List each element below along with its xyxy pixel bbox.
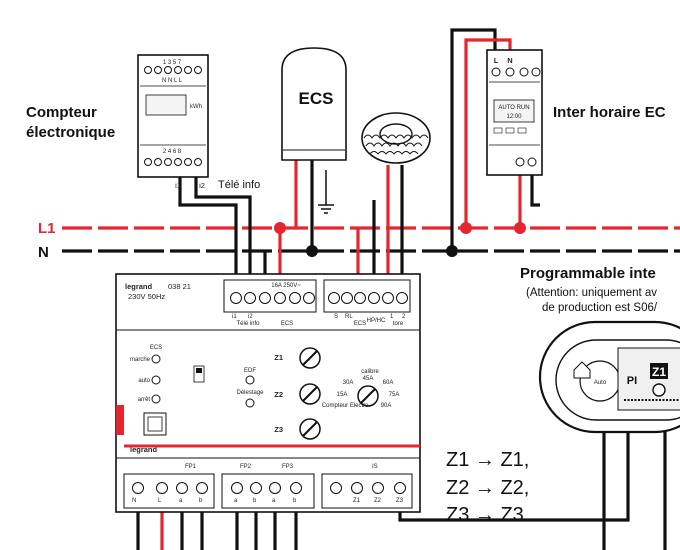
module-s: S [334, 314, 338, 320]
module-fp2-a: a [234, 498, 238, 504]
inter-display-line2: 12:00 [506, 114, 522, 120]
legrand-module: legrand 038 21 230V 50Hz 16A 250V~ i1 i2… [115, 273, 421, 513]
home-icon [573, 361, 591, 379]
ecs-tank-label: ECS [299, 89, 334, 108]
compteur-bottom-screws [144, 158, 202, 166]
module-i1: i1 [232, 314, 237, 320]
module-fp1: FP1 [185, 464, 197, 470]
compteur-label-line2: électronique [26, 124, 115, 141]
module-a45: 45A [363, 376, 374, 382]
module-a15: 15A [337, 392, 348, 398]
module-z3: Z3 [274, 425, 283, 434]
programmable-thermostat: Auto PI Z1 [538, 320, 680, 434]
compteur-label-line1: Compteur [26, 104, 97, 121]
compteur-unit: kWh [190, 104, 202, 110]
module-delestage: Delestage [236, 390, 264, 396]
compteur-top-terminal-numbers: 1 3 5 7 [163, 60, 182, 66]
module-fp3: FP3 [282, 464, 294, 470]
module-fp1-a: a [179, 498, 183, 504]
thermostat-z1: Z1 [652, 365, 666, 379]
module-fp3-a: a [272, 498, 276, 504]
module-ecs-group: ECS [150, 345, 162, 351]
tele-info-label: Télé info [218, 179, 260, 191]
module-z3b: Z3 [396, 498, 404, 504]
compteur-i2-label: i2 [199, 181, 205, 190]
thermostat-pi: PI [627, 375, 637, 387]
inter-display [493, 99, 535, 123]
module-ecs-terminal: ECS [281, 321, 293, 327]
module-brand: legrand [125, 282, 153, 291]
module-mode-switch [193, 365, 205, 383]
module-ref: 038 21 [168, 282, 191, 291]
programmable-title: Programmable inte [520, 265, 656, 282]
module-a30: 30A [343, 380, 354, 386]
module-z2: Z2 [274, 390, 283, 399]
module-compteur-electro: Compteur Electro. [322, 403, 371, 409]
torus-sensor [361, 112, 431, 164]
module-rl: RL [345, 314, 353, 320]
module-i2: i2 [248, 314, 253, 320]
inter-l-label: L [494, 56, 499, 65]
mapping-z2: Z2 → Z2, [446, 477, 529, 499]
inter-horaire-label: Inter horaire EC [553, 104, 666, 121]
module-tele-info: Télé info [236, 321, 260, 327]
compteur-top-screws [144, 66, 202, 74]
mapping-z3: Z3 → Z3 [446, 504, 524, 526]
wires [136, 28, 667, 550]
mapping-z1: Z1 → Z1, [446, 449, 529, 471]
module-a75: 75A [389, 392, 400, 398]
module-bottom-l: L [158, 498, 162, 504]
module-z1: Z1 [274, 353, 283, 362]
module-calibre: calibre [361, 369, 379, 375]
module-fp3-b: b [293, 498, 297, 504]
module-ecs-rating: 16A 250V~ [271, 283, 301, 289]
inter-n-label: N [507, 56, 512, 65]
compteur-display [145, 94, 187, 116]
inter-display-line1: AUTO RUN [498, 105, 529, 111]
module-is: IS [372, 464, 378, 470]
module-ecs2: ECS [354, 321, 366, 327]
supply-lines [62, 226, 680, 253]
module-z1b: Z1 [353, 498, 361, 504]
module-top-screws-right [328, 292, 408, 304]
module-fp2-b: b [253, 498, 257, 504]
module-a90: 90A [381, 403, 392, 409]
sun-icon [652, 383, 666, 397]
module-arret: arrêt [138, 397, 151, 403]
module-side-brand: legrand [130, 445, 158, 454]
compteur-top-terminal-letters: N N L L [162, 78, 183, 84]
compteur-meter: 1 3 5 7 N N L L kWh 2 4 6 8 i1 i2 [137, 54, 209, 190]
attention-line1: (Attention: uniquement av [526, 287, 657, 299]
inter-horaire-switch: L N AUTO RUN 12:00 [486, 49, 543, 176]
n-label: N [38, 244, 49, 261]
module-voltage: 230V 50Hz [128, 292, 165, 301]
zone-mapping: Z1 → Z1, Z2 → Z2, Z3 → Z3 [446, 449, 529, 526]
module-two: 2 [402, 314, 406, 320]
l1-label: L1 [38, 220, 56, 237]
module-auto: auto [138, 378, 150, 384]
module-fp2: FP2 [240, 464, 252, 470]
module-tore: tore [393, 321, 404, 327]
thermostat-auto: Auto [594, 380, 607, 386]
compteur-i1-label: i1 [175, 181, 181, 190]
module-a60: 60A [383, 380, 394, 386]
module-one: 1 [390, 314, 394, 320]
module-edf: EDF [244, 368, 256, 374]
attention-line2: de production est S06/ [542, 302, 658, 314]
module-hphc: HP/HC [367, 318, 386, 324]
module-bottom-n: N [132, 498, 136, 504]
module-fp1-b: b [199, 498, 203, 504]
module-z2b: Z2 [374, 498, 382, 504]
module-top-screws-left [230, 292, 315, 304]
module-marche: marche [130, 357, 151, 363]
compteur-bottom-terminal-numbers: 2 4 6 8 [163, 149, 182, 155]
ecs-tank: ECS [281, 47, 347, 161]
